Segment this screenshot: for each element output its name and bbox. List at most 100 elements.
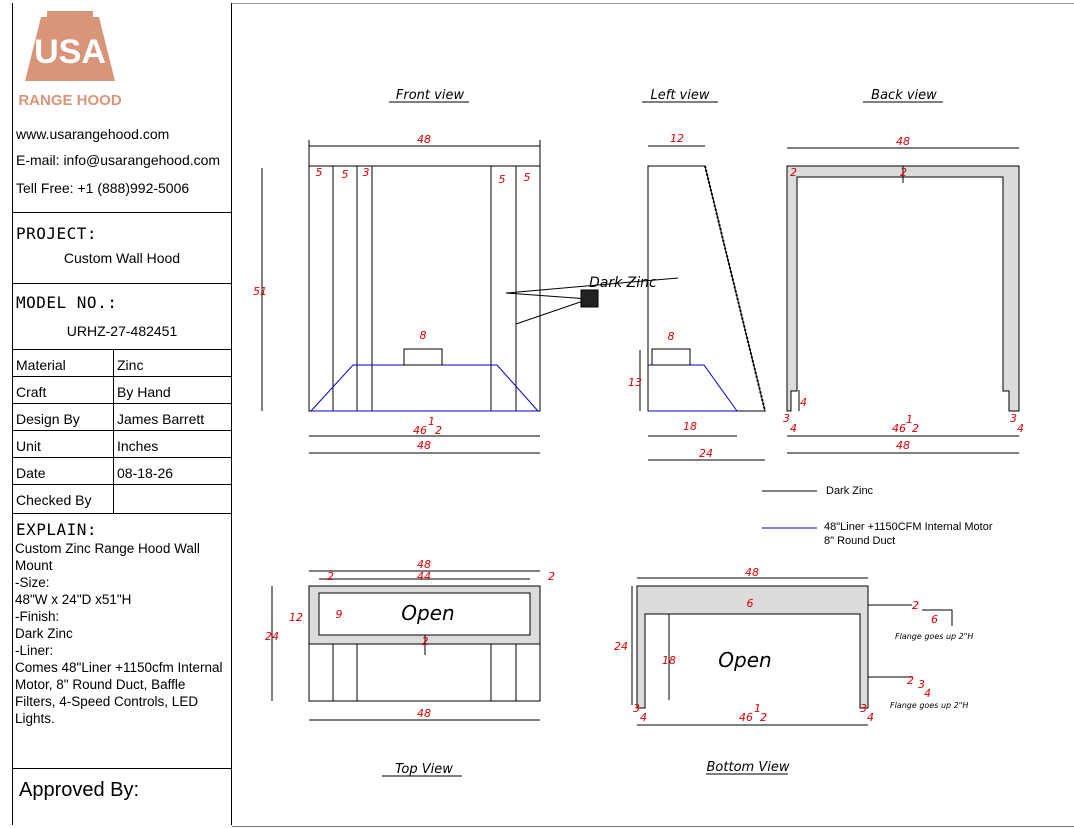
hood-shape-icon xyxy=(25,17,115,81)
title-block: USA RANGE HOOD www.usarangehood.com E-ma… xyxy=(12,3,232,825)
dim-label: 2 xyxy=(907,674,914,687)
bottom-open-label: Open xyxy=(718,648,771,672)
spec-value: By Hand xyxy=(117,384,171,400)
dark-zinc-callout: Dark Zinc xyxy=(589,275,657,291)
liner-side xyxy=(648,364,738,412)
dim-label: 24 xyxy=(265,630,279,643)
callout-leader xyxy=(515,298,590,325)
explain-line: Dark Zinc xyxy=(15,626,73,641)
dim-label: 9 xyxy=(336,608,343,621)
frame-top-border xyxy=(232,3,1074,4)
dim-label: 48 xyxy=(896,439,910,452)
dim-label: 6 xyxy=(931,613,938,626)
dim-qtr: 4 xyxy=(640,711,647,724)
spec-key: Date xyxy=(16,465,46,481)
explain-text: Custom Zinc Range Hood Wall Mount -Size:… xyxy=(15,540,229,727)
dim-label: 48 xyxy=(417,133,431,146)
email-link[interactable]: E-mail: info@usarangehood.com xyxy=(16,152,221,168)
front-view: Front view xyxy=(261,88,679,454)
dim-label: 48 xyxy=(417,439,431,452)
dim-label: 46 xyxy=(413,424,427,437)
phone-number: Tell Free: +1 (888)992-5006 xyxy=(16,180,190,196)
divider xyxy=(13,513,231,514)
flange-dim xyxy=(922,609,953,626)
dim-label: 51 xyxy=(253,285,267,298)
dim-label: 5 xyxy=(316,166,323,179)
dim-label: 2 xyxy=(790,166,797,179)
bottom-view: Bottom View xyxy=(631,577,953,775)
left-view: Left view xyxy=(580,88,766,461)
spec-key: Design By xyxy=(16,411,80,427)
legend: Dark Zinc 48"Liner +1150CFM Internal Mot… xyxy=(762,485,993,547)
dim-label: 5 xyxy=(342,168,349,181)
divider xyxy=(13,768,231,769)
dim-label: 18 xyxy=(683,420,697,433)
spec-key: Material xyxy=(16,357,66,373)
dim-label: 5 xyxy=(499,173,506,186)
spec-value: 08-18-26 xyxy=(117,465,174,481)
explain-line: Filters, 4-Speed Controls, LED xyxy=(15,694,199,709)
dim-qtr: 3 xyxy=(1010,412,1017,425)
spec-row-date: Date 08-18-26 xyxy=(13,457,231,484)
spec-value: Inches xyxy=(117,438,159,454)
dim-label: 8 xyxy=(668,330,675,343)
usa-range-hood-logo: USA RANGE HOOD xyxy=(18,11,122,109)
model-label: MODEL NO.: xyxy=(16,293,118,312)
dim-qtr: 4 xyxy=(867,711,874,724)
legend-liner-line1: 48"Liner +1150CFM Internal Motor xyxy=(824,521,993,533)
flange-note-top: Flange goes up 2"H xyxy=(895,632,973,641)
dim-half: 2 xyxy=(435,424,442,437)
explain-line: -Size: xyxy=(15,575,50,590)
dim-qtr: 4 xyxy=(790,422,797,435)
back-view-title: Back view xyxy=(871,88,937,103)
explain-label: EXPLAIN: xyxy=(16,520,98,539)
left-view-title: Left view xyxy=(651,88,710,103)
approved-by-label: Approved By: xyxy=(19,779,140,801)
spec-value: James Barrett xyxy=(117,411,205,427)
spec-row-design-by: Design By James Barrett xyxy=(13,403,231,430)
explain-line: Comes 48"Liner +1150cfm Internal xyxy=(15,660,223,675)
explain-line: Mount xyxy=(15,558,53,573)
liner-outline xyxy=(310,364,539,412)
explain-line: Lights. xyxy=(15,711,55,726)
spec-key: Checked By xyxy=(16,492,92,508)
flange-note-bottom: Flange goes up 2"H xyxy=(890,701,968,710)
back-frame xyxy=(786,165,1020,412)
dim-label: 2 xyxy=(327,570,334,583)
dim-label: 4 xyxy=(800,396,807,409)
explain-line: Motor, 8" Round Duct, Baffle xyxy=(15,677,186,692)
dim-qtr: 4 xyxy=(924,687,931,700)
divider xyxy=(13,212,231,213)
dim-qtr: 3 xyxy=(633,702,640,715)
dim-label: 2 xyxy=(422,635,429,648)
dim-label: 2 xyxy=(912,599,919,612)
dim-qtr: 3 xyxy=(918,678,925,691)
dim-label: 6 xyxy=(747,597,754,610)
spec-key: Craft xyxy=(16,384,47,400)
dim-half: 2 xyxy=(912,422,919,435)
logo-text: USA xyxy=(34,33,106,71)
dim-label: 8 xyxy=(420,329,427,342)
spec-row-craft: Craft By Hand xyxy=(13,376,231,403)
dim-label: 48 xyxy=(417,707,431,720)
dim-label: 18 xyxy=(662,654,676,667)
dim-label: 46 xyxy=(739,711,753,724)
dim-label: 24 xyxy=(699,447,713,460)
bottom-view-title: Bottom View xyxy=(707,760,790,775)
dim-qtr: 4 xyxy=(1017,422,1024,435)
dim-label: 46 xyxy=(892,422,906,435)
dim-qtr: 3 xyxy=(860,702,867,715)
dim-label: 48 xyxy=(896,135,910,148)
website-link[interactable]: www.usarangehood.com xyxy=(16,126,170,142)
logo-subtitle: RANGE HOOD xyxy=(18,92,122,109)
dim-label: 13 xyxy=(628,376,642,389)
callout-leader xyxy=(505,277,679,294)
explain-line: Custom Zinc Range Hood Wall xyxy=(15,541,200,556)
dim-label: 5 xyxy=(524,171,531,184)
dim-label: 2 xyxy=(900,166,907,179)
divider xyxy=(13,283,231,284)
explain-line: -Finish: xyxy=(15,609,60,624)
dim-qtr: 3 xyxy=(783,412,790,425)
side-outline xyxy=(647,165,766,412)
dim-label: 48 xyxy=(745,566,759,579)
